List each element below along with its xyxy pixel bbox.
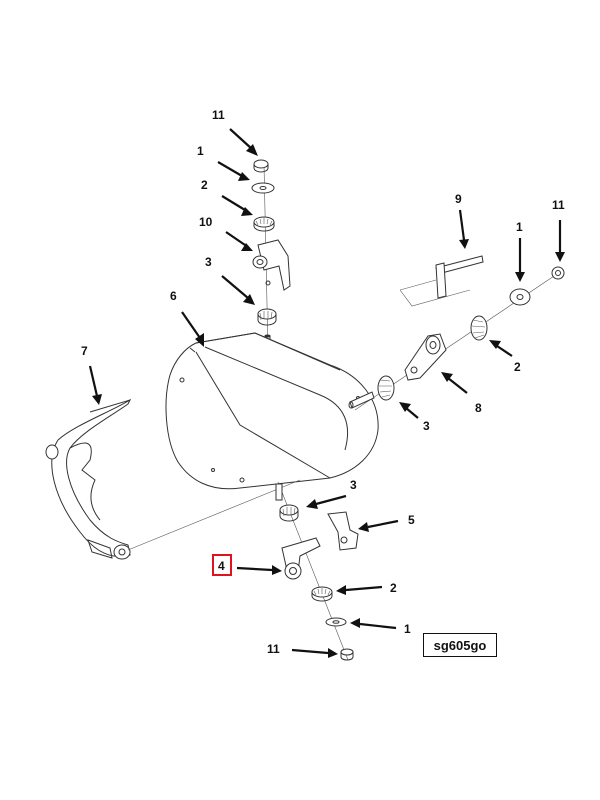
part-1-bottom-washer xyxy=(325,617,347,627)
part-2-right-gear xyxy=(470,315,488,341)
callout-1-top: 1 xyxy=(197,144,204,158)
arm-axis-line xyxy=(127,479,301,551)
part-9-rod xyxy=(399,255,484,307)
callout-1-right: 1 xyxy=(516,220,523,234)
callout-4: 4 xyxy=(218,559,225,573)
callout-2-right: 2 xyxy=(514,360,521,374)
part-10-bracket xyxy=(252,239,291,291)
callout-11-right: 11 xyxy=(552,198,565,212)
part-11-right-nut xyxy=(551,266,565,280)
callout-2-bottom: 2 xyxy=(390,581,397,595)
callout-11-bottom: 11 xyxy=(267,642,280,656)
callout-3-top: 3 xyxy=(205,255,212,269)
diagram-id-box: sg605go xyxy=(423,633,497,657)
part-2-bottom-gear xyxy=(311,586,333,602)
part-1-right-washer xyxy=(509,288,531,306)
part-6-gearbox-cover xyxy=(165,332,379,490)
part-1-top-washer xyxy=(251,182,275,194)
callout-4-highlight-box xyxy=(212,554,232,576)
part-3-bottom-gear xyxy=(279,504,299,522)
callout-3-right: 3 xyxy=(423,419,430,433)
callout-10: 10 xyxy=(199,215,213,229)
callout-8: 8 xyxy=(475,401,482,415)
lower-shaft-stub xyxy=(275,483,283,501)
part-11-bottom-nut xyxy=(340,648,354,661)
part-5-bracket xyxy=(327,511,359,551)
callout-labels: 11 1 2 10 3 6 7 9 1 11 2 8 3 3 5 4 2 1 1… xyxy=(81,108,565,656)
callout-6: 6 xyxy=(170,289,177,303)
part-11-top-nut xyxy=(253,159,269,173)
callout-2-top: 2 xyxy=(201,178,208,192)
callout-arrows xyxy=(88,128,565,658)
diagram-id-label: sg605go xyxy=(433,637,487,653)
part-4-bracket xyxy=(281,537,321,580)
callout-7: 7 xyxy=(81,344,88,358)
right-shaft-stub xyxy=(348,391,375,409)
callout-1-bottom: 1 xyxy=(404,622,411,636)
callout-11-top: 11 xyxy=(212,108,225,122)
part-7-arm xyxy=(45,398,132,560)
part-3-top-gear xyxy=(257,308,277,326)
part-2-top-gear xyxy=(253,216,275,232)
part-3-right-gear xyxy=(377,375,395,401)
callout-3-bottom: 3 xyxy=(350,478,357,492)
callout-5: 5 xyxy=(408,513,415,527)
part-8-bracket xyxy=(404,333,447,381)
callout-9: 9 xyxy=(455,192,462,206)
